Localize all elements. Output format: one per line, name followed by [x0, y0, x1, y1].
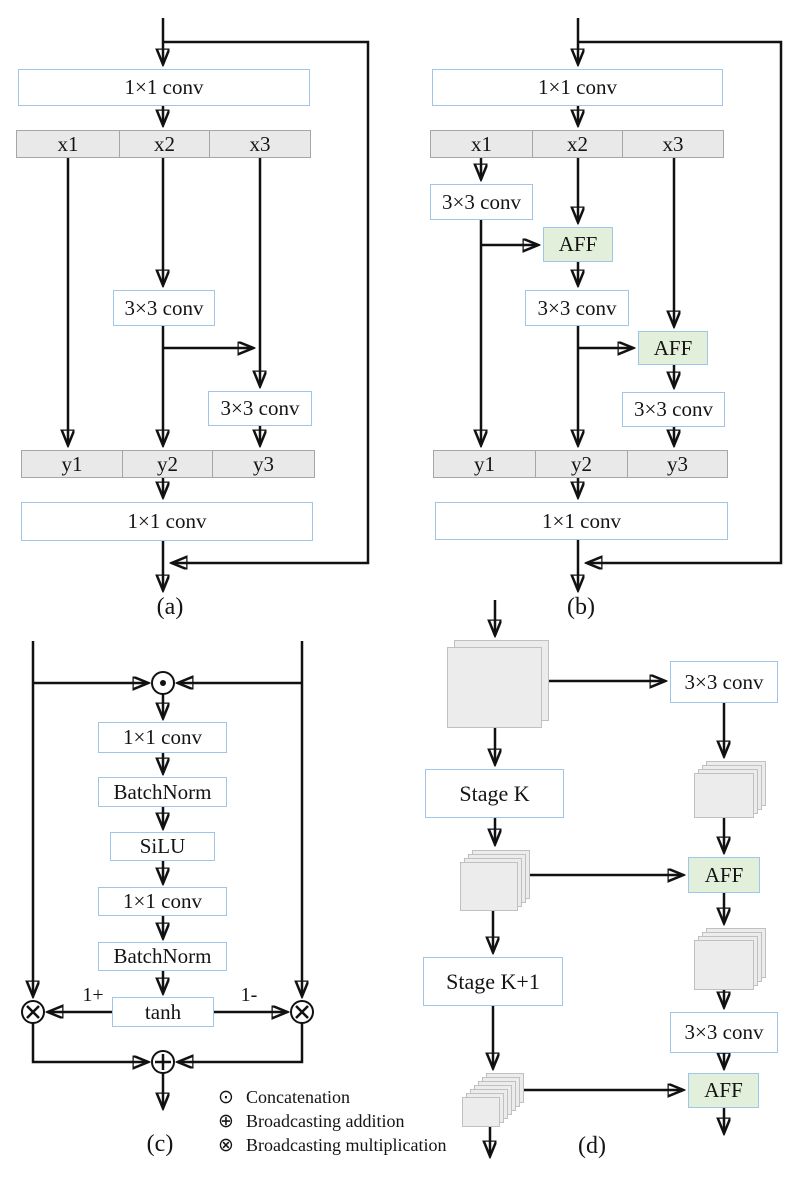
legend-label: Broadcasting multiplication: [246, 1134, 447, 1155]
panel-b-caption: (b): [567, 594, 595, 620]
panel-a-merge-row: y1 y2 y3: [21, 450, 315, 478]
feature-maps-stack-input: [447, 640, 549, 728]
panel-b-aff-1: AFF: [543, 227, 613, 262]
panel-d-conv-3x3-bottom: 3×3 conv: [670, 1012, 778, 1053]
concatenation-icon: [151, 671, 175, 695]
feature-map-layer: [694, 940, 754, 990]
panel-a-connectors: [68, 18, 370, 590]
add-icon: ⊕: [218, 1109, 234, 1132]
feature-map-layer: [460, 862, 518, 911]
panel-a-conv-1x1-bottom: 1×1 conv: [21, 502, 313, 541]
split-cell-x3: x3: [249, 131, 271, 156]
panel-d-stage-k: Stage K: [425, 769, 564, 818]
panel-a-split-row: x1 x2 x3: [16, 130, 311, 158]
panel-b-aff-2: AFF: [638, 331, 708, 365]
panel-c-batchnorm-first: BatchNorm: [98, 777, 227, 807]
multiply-icon-right: [290, 1000, 314, 1024]
panel-c-tanh: tanh: [112, 997, 214, 1027]
panel-c-conv-1x1-first: 1×1 conv: [98, 722, 227, 753]
panel-a-conv-1x1-top: 1×1 conv: [18, 69, 310, 106]
feature-maps-stack-right-2: [694, 928, 766, 990]
split-cell-x3: x3: [662, 131, 684, 156]
feature-map-layer: [462, 1097, 500, 1127]
add-icon: [151, 1050, 175, 1074]
panel-b-split-row: x1 x2 x3: [430, 130, 724, 158]
split-cell-x2: x2: [120, 131, 210, 157]
panel-c-conv-1x1-second: 1×1 conv: [98, 887, 227, 916]
multiply-icon-left: [21, 1000, 45, 1024]
panel-b-connectors: [481, 18, 783, 590]
legend-label: Broadcasting addition: [246, 1110, 405, 1131]
panel-c-silu: SiLU: [110, 832, 215, 861]
panel-b-conv-3x3-x2: 3×3 conv: [525, 290, 629, 326]
panel-d-aff-1: AFF: [688, 857, 760, 893]
legend-item-concatenation: ⊙ Concatenation: [214, 1085, 350, 1109]
feature-maps-stack-right-1: [694, 761, 766, 818]
panel-c-connectors: [33, 641, 302, 1108]
legend-item-broadcast-multiplication: ⊗ Broadcasting multiplication: [214, 1133, 446, 1157]
panel-d-connectors: [490, 600, 724, 1156]
panel-d-aff-2: AFF: [688, 1073, 759, 1108]
split-cell-x2: x2: [533, 131, 623, 157]
merge-cell-y2: y2: [123, 451, 213, 477]
feature-map-layer: [694, 773, 754, 818]
merge-cell-y3: y3: [253, 451, 274, 476]
gate-minus-label: 1-: [240, 984, 258, 1006]
panel-d-caption: (d): [578, 1133, 606, 1159]
feature-maps-stack-stage-k-out: [460, 850, 530, 911]
split-cell-x1: x1: [17, 131, 120, 157]
panel-d-stage-k1: Stage K+1: [423, 957, 563, 1006]
panel-d-conv-3x3-top: 3×3 conv: [670, 661, 778, 703]
panel-a-conv-3x3-mid: 3×3 conv: [113, 290, 215, 326]
merge-cell-y1: y1: [22, 451, 123, 477]
panel-b-conv-3x3-x3: 3×3 conv: [622, 392, 725, 427]
panel-a-conv-3x3-right: 3×3 conv: [208, 391, 312, 426]
legend-label: Concatenation: [246, 1086, 350, 1107]
merge-cell-y1: y1: [434, 451, 536, 477]
panel-c-batchnorm-second: BatchNorm: [98, 942, 227, 971]
concatenation-icon: ⊙: [218, 1085, 234, 1108]
gate-plus-label: 1+: [82, 984, 104, 1006]
panel-b-merge-row: y1 y2 y3: [433, 450, 728, 478]
multiply-icon: ⊗: [218, 1133, 234, 1156]
panel-b-conv-1x1-top: 1×1 conv: [432, 69, 723, 106]
panel-b-conv-3x3-x1: 3×3 conv: [430, 184, 533, 220]
feature-map-layer: [447, 647, 542, 728]
merge-cell-y2: y2: [536, 451, 628, 477]
merge-cell-y3: y3: [667, 451, 688, 476]
panel-b-conv-1x1-bottom: 1×1 conv: [435, 502, 728, 540]
panel-c-caption: (c): [146, 1131, 174, 1157]
panel-a-caption: (a): [156, 594, 184, 620]
legend-item-broadcast-addition: ⊕ Broadcasting addition: [214, 1109, 404, 1133]
feature-maps-stack-stage-k1-out: [462, 1073, 524, 1127]
split-cell-x1: x1: [431, 131, 533, 157]
